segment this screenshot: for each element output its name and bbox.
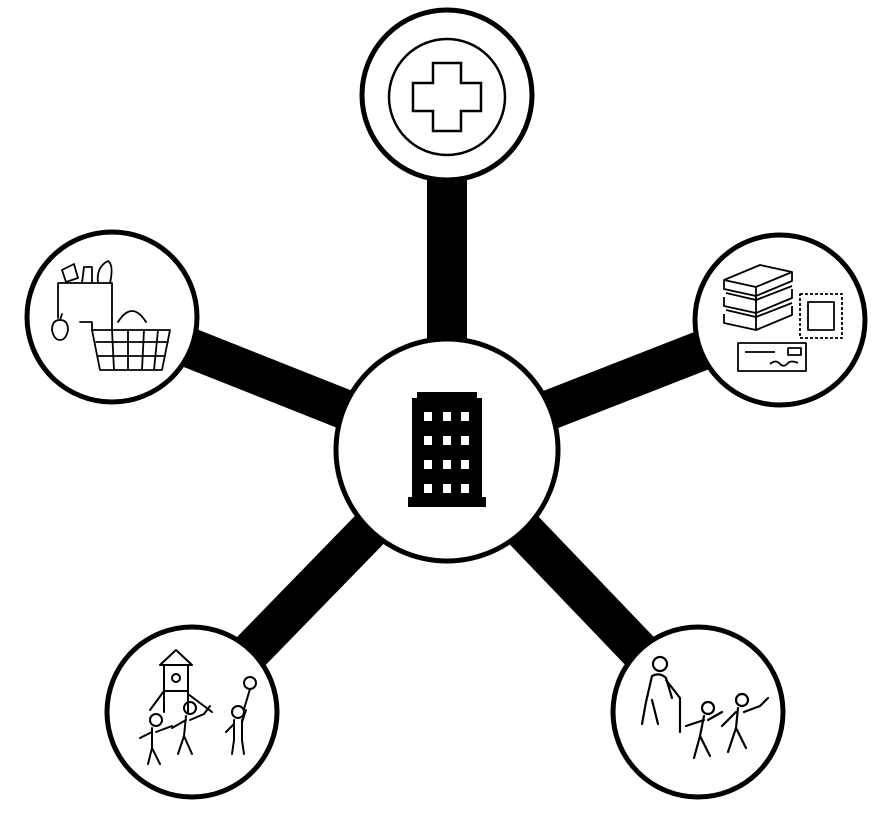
node-senior-family bbox=[610, 624, 786, 800]
node-grocery bbox=[24, 229, 200, 405]
playground-children-icon bbox=[139, 649, 257, 765]
medical-cross-icon bbox=[387, 37, 507, 157]
node-circle bbox=[610, 624, 786, 800]
node-health bbox=[359, 7, 535, 183]
node-post-office bbox=[692, 232, 868, 408]
grocery-bag-basket-icon bbox=[51, 260, 171, 371]
hub-node bbox=[333, 336, 561, 564]
node-playground bbox=[104, 624, 280, 800]
office-building-icon bbox=[408, 392, 486, 507]
elder-and-children-icon bbox=[640, 655, 770, 760]
node-circle bbox=[104, 624, 280, 800]
books-stamp-check-icon bbox=[723, 264, 843, 372]
